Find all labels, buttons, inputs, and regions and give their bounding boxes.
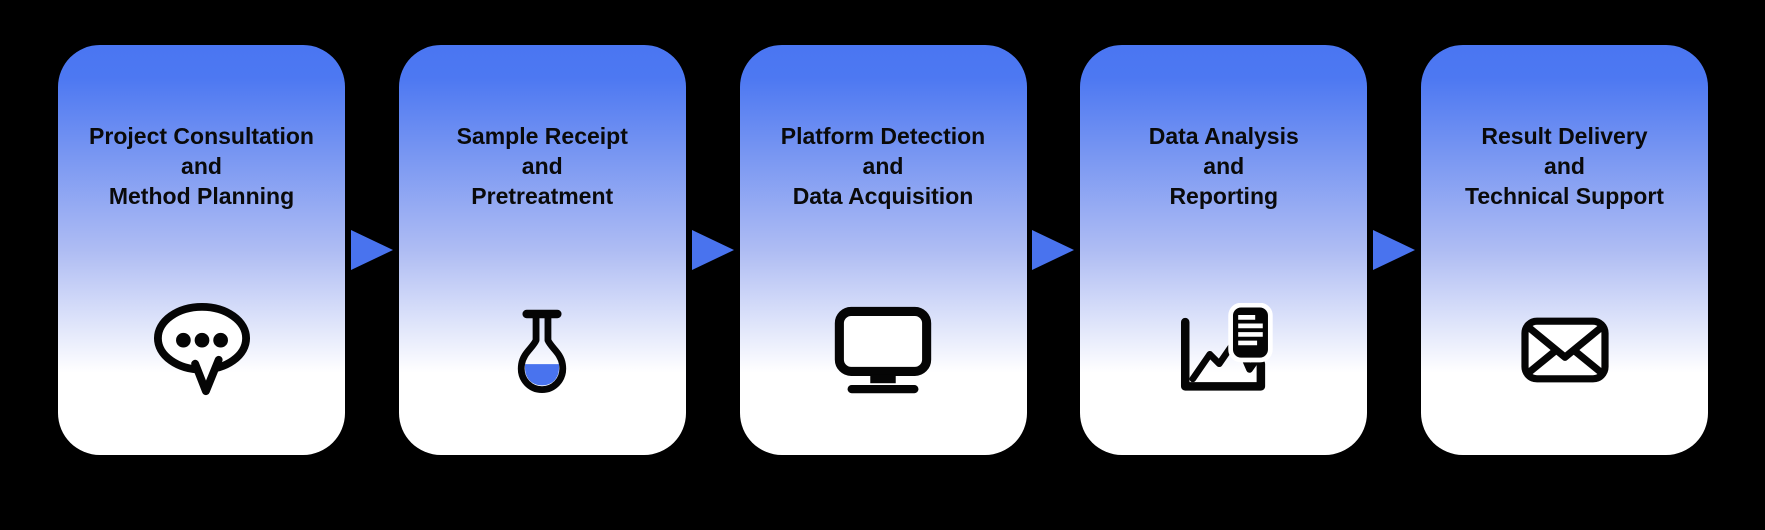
flow-arrow-icon xyxy=(1032,230,1075,270)
step-title: Sample Receipt and Pretreatment xyxy=(399,121,686,211)
title-line: Sample Receipt xyxy=(456,123,628,149)
flow-arrow-icon xyxy=(1373,230,1416,270)
title-line: and xyxy=(862,153,904,179)
monitor-icon xyxy=(740,300,1027,400)
flow-arrow-icon xyxy=(350,230,393,270)
title-line: Result Delivery xyxy=(1481,123,1648,149)
title-line: Reporting xyxy=(1169,183,1279,209)
title-line: and xyxy=(1544,153,1585,179)
flow-arrow-icon xyxy=(691,230,734,270)
title-line: Pretreatment xyxy=(471,183,614,209)
step-title: Data Analysis and Reporting xyxy=(1080,121,1367,211)
step-card-sample-receipt: Sample Receipt and Pretreatment xyxy=(398,45,686,455)
step-card-project-consultation: Project Consultation and Method Planning xyxy=(58,45,345,455)
title-line: and xyxy=(181,153,222,179)
step-title: Project Consultation and Method Planning xyxy=(58,121,345,211)
title-line: Platform Detection xyxy=(780,123,986,149)
chart-report-icon xyxy=(1080,300,1367,400)
title-line: Data Acquisition xyxy=(792,183,974,209)
title-line: Method Planning xyxy=(108,183,295,209)
step-card-data-analysis: Data Analysis and Reporting xyxy=(1080,45,1368,455)
title-line: Technical Support xyxy=(1465,183,1664,209)
step-title: Platform Detection and Data Acquisition xyxy=(740,121,1027,211)
speech-bubble-icon xyxy=(58,300,345,400)
title-line: and xyxy=(1203,153,1245,179)
step-title: Result Delivery and Technical Support xyxy=(1421,121,1708,211)
workflow-steps-row: Project Consultation and Method Planning… xyxy=(58,45,1708,455)
title-line: Data Analysis xyxy=(1148,123,1299,149)
title-line: and xyxy=(521,153,563,179)
envelope-icon xyxy=(1421,300,1708,400)
step-card-result-delivery: Result Delivery and Technical Support xyxy=(1421,45,1708,455)
flask-icon xyxy=(399,300,686,400)
title-line: Project Consultation xyxy=(89,123,314,149)
step-card-platform-detection: Platform Detection and Data Acquisition xyxy=(739,45,1027,455)
